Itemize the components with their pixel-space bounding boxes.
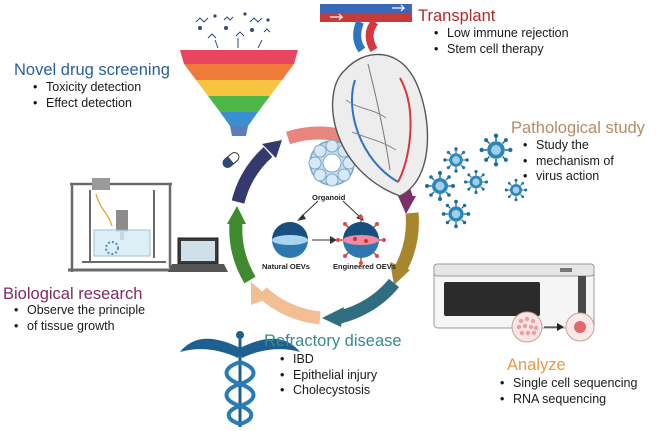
cycle-arrow-5 [257, 287, 321, 325]
cycle-arrow-6 [229, 221, 256, 284]
natural-oev-label: Natural OEVs [262, 262, 310, 271]
list-item: Study the [523, 138, 614, 154]
list-item: Single cell sequencing [500, 376, 637, 392]
cycle-arrowhead-3 [390, 262, 410, 285]
analyze-list: Single cell sequencing RNA sequencing [500, 376, 637, 407]
pill-icon [222, 152, 240, 168]
list-item: of tissue growth [14, 319, 145, 335]
cycle-arrow-4 [338, 278, 400, 324]
refractory-list: IBD Epithelial injury Cholecystosis [280, 352, 377, 399]
biological-list: Observe the principle of tissue growth [14, 303, 145, 334]
cycle-ring [227, 126, 419, 327]
sequencer-icon [433, 263, 595, 329]
list-item: IBD [280, 352, 377, 368]
caduceus-icon [180, 331, 300, 427]
list-item: Stem cell therapy [434, 42, 569, 58]
pathological-list: Study the mechanism of virus action [523, 138, 614, 185]
list-item: mechanism of [523, 154, 614, 170]
list-item: Observe the principle [14, 303, 145, 319]
cycle-arrowhead-7 [262, 140, 282, 158]
list-item: Toxicity detection [33, 80, 141, 96]
list-item: Cholecystosis [280, 383, 377, 399]
organoid-label: Organoid [312, 193, 346, 202]
bioprinter-head [92, 178, 151, 257]
cycle-arrowhead-6 [227, 206, 246, 224]
cycle-arrowhead-4 [322, 307, 344, 327]
funnel-icon [180, 12, 298, 136]
natural-oev-icon [272, 222, 308, 258]
cycle-arrowhead-5 [251, 282, 270, 305]
analyze-title: Analyze [507, 356, 566, 374]
list-item: RNA sequencing [500, 392, 637, 408]
cycle-arrowhead-2 [398, 196, 416, 214]
list-item: Effect detection [33, 96, 141, 112]
petri-dish-icon [511, 311, 595, 343]
list-item: Epithelial injury [280, 368, 377, 384]
engineered-oev-label: Engineered OEVs [333, 262, 396, 271]
heart-icon [320, 4, 429, 197]
cycle-arrow-3 [394, 212, 419, 274]
pathological-title: Pathological study [511, 119, 645, 137]
transplant-title: Transplant [418, 7, 496, 25]
refractory-title: Refractory disease [264, 332, 402, 350]
bioprinter-icon [68, 182, 176, 272]
transplant-list: Low immune rejection Stem cell therapy [434, 26, 569, 57]
laptop-icon [168, 237, 228, 272]
novel-drug-list: Toxicity detection Effect detection [33, 80, 141, 111]
biological-title: Biological research [3, 285, 143, 303]
virus-icon [424, 132, 528, 229]
engineered-oev-icon [336, 215, 386, 265]
list-item: virus action [523, 169, 614, 185]
novel-drug-title: Novel drug screening [14, 61, 170, 79]
list-item: Low immune rejection [434, 26, 569, 42]
cycle-arrow-7 [231, 147, 273, 204]
